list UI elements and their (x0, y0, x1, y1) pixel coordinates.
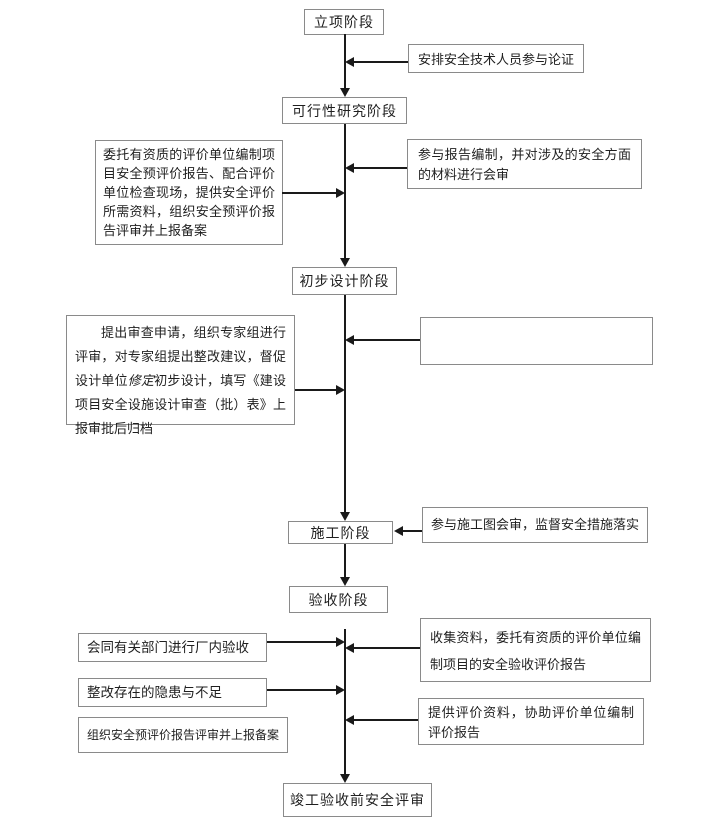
arrowhead-right-acceptance-1 (336, 637, 345, 647)
arrowhead-down-acceptance (340, 577, 350, 586)
note-acceptance-right-1-text: 收集资料，委托有资质的评价单位编制项目的安全验收评价报告 (430, 630, 641, 672)
note-acceptance-right-1: 收集资料，委托有资质的评价单位编制项目的安全验收评价报告 (420, 618, 651, 682)
note-design-left-run2: 初步设计，填写《建设项目安全设施设计审查（批）表》上报审批后归档 (75, 373, 286, 436)
connector-design-to-construction (344, 295, 346, 512)
note-construction-right: 参与施工图会审，监督安全措施落实 (422, 507, 648, 543)
connector-feasibility-right (353, 167, 407, 169)
arrowhead-right-feasibility (336, 188, 345, 198)
note-acceptance-left-2-text: 整改存在的隐患与不足 (87, 684, 222, 700)
connector-design-left (295, 389, 337, 391)
connector-acceptance-left-1 (267, 641, 337, 643)
note-feasibility-left-text: 委托有资质的评价单位编制项目安全预评价报告、配合评价单位检查现场，提供安全评价所… (103, 147, 275, 238)
note-acceptance-left-3-text: 组织安全预评价报告评审并上报备案 (87, 728, 280, 742)
arrowhead-down-feasibility (340, 88, 350, 97)
note-design-right (420, 317, 653, 365)
stage-box-acceptance: 验收阶段 (289, 586, 388, 613)
arrowhead-left-acceptance-2 (345, 715, 354, 725)
connector-initiation-to-feasibility (344, 34, 346, 90)
stage-box-pre-completion-safety-review: 竣工验收前安全评审 (283, 783, 432, 817)
arrowhead-left-acceptance-1 (345, 643, 354, 653)
connector-acceptance-right-2 (353, 719, 418, 721)
note-feasibility-left: 委托有资质的评价单位编制项目安全预评价报告、配合评价单位检查现场，提供安全评价所… (95, 140, 283, 245)
note-construction-right-text: 参与施工图会审，监督安全措施落实 (431, 517, 640, 532)
note-initiation-right: 安排安全技术人员参与论证 (408, 44, 584, 73)
note-acceptance-left-1-text: 会同有关部门进行厂内验收 (87, 639, 249, 655)
note-feasibility-right: 参与报告编制，并对涉及的安全方面的材料进行会审 (407, 139, 642, 189)
stage-box-feasibility-study: 可行性研究阶段 (282, 97, 407, 124)
arrowhead-right-acceptance-2 (336, 685, 345, 695)
note-design-left: 提出审查申请，组织专家组进行评审，对专家组提出整改建议，督促设计单位修定初步设计… (66, 315, 295, 436)
arrowhead-left-initiation (345, 57, 354, 67)
connector-initiation-right (353, 61, 408, 63)
arrowhead-down-pre-completion-review (340, 774, 350, 783)
connector-design-right (353, 339, 420, 341)
connector-acceptance-right-1 (353, 647, 420, 649)
note-design-left-run1: 提出审查申请，组织专家组进行评审，对专家组提出整改建议，督促设计单位 (75, 325, 286, 388)
arrowhead-left-feasibility (345, 163, 354, 173)
note-feasibility-right-text: 参与报告编制，并对涉及的安全方面的材料进行会审 (418, 147, 631, 182)
arrowhead-right-design (336, 385, 345, 395)
connector-feasibility-left (282, 192, 337, 194)
connector-construction-right (402, 530, 422, 532)
connector-acceptance-left-2 (267, 689, 337, 691)
connector-construction-to-acceptance (344, 544, 346, 577)
note-design-left-emphasis: 修定 (127, 373, 155, 388)
stage-box-preliminary-design: 初步设计阶段 (292, 267, 397, 295)
note-acceptance-right-2: 提供评价资料，协助评价单位编制评价报告 (418, 698, 644, 745)
stage-box-construction: 施工阶段 (288, 521, 393, 544)
arrowhead-left-construction (394, 526, 403, 536)
arrowhead-down-preliminary-design (340, 258, 350, 267)
arrowhead-down-construction (340, 512, 350, 521)
arrowhead-left-design (345, 335, 354, 345)
note-acceptance-left-3: 组织安全预评价报告评审并上报备案 (78, 717, 288, 753)
note-acceptance-right-2-text: 提供评价资料，协助评价单位编制评价报告 (428, 705, 634, 740)
note-acceptance-left-2: 整改存在的隐患与不足 (78, 678, 267, 707)
note-acceptance-left-1: 会同有关部门进行厂内验收 (78, 633, 267, 662)
note-design-left-text: 提出审查申请，组织专家组进行评审，对专家组提出整改建议，督促设计单位修定初步设计… (75, 321, 286, 441)
connector-acceptance-to-review (344, 629, 346, 774)
stage-box-project-initiation: 立项阶段 (304, 9, 384, 35)
